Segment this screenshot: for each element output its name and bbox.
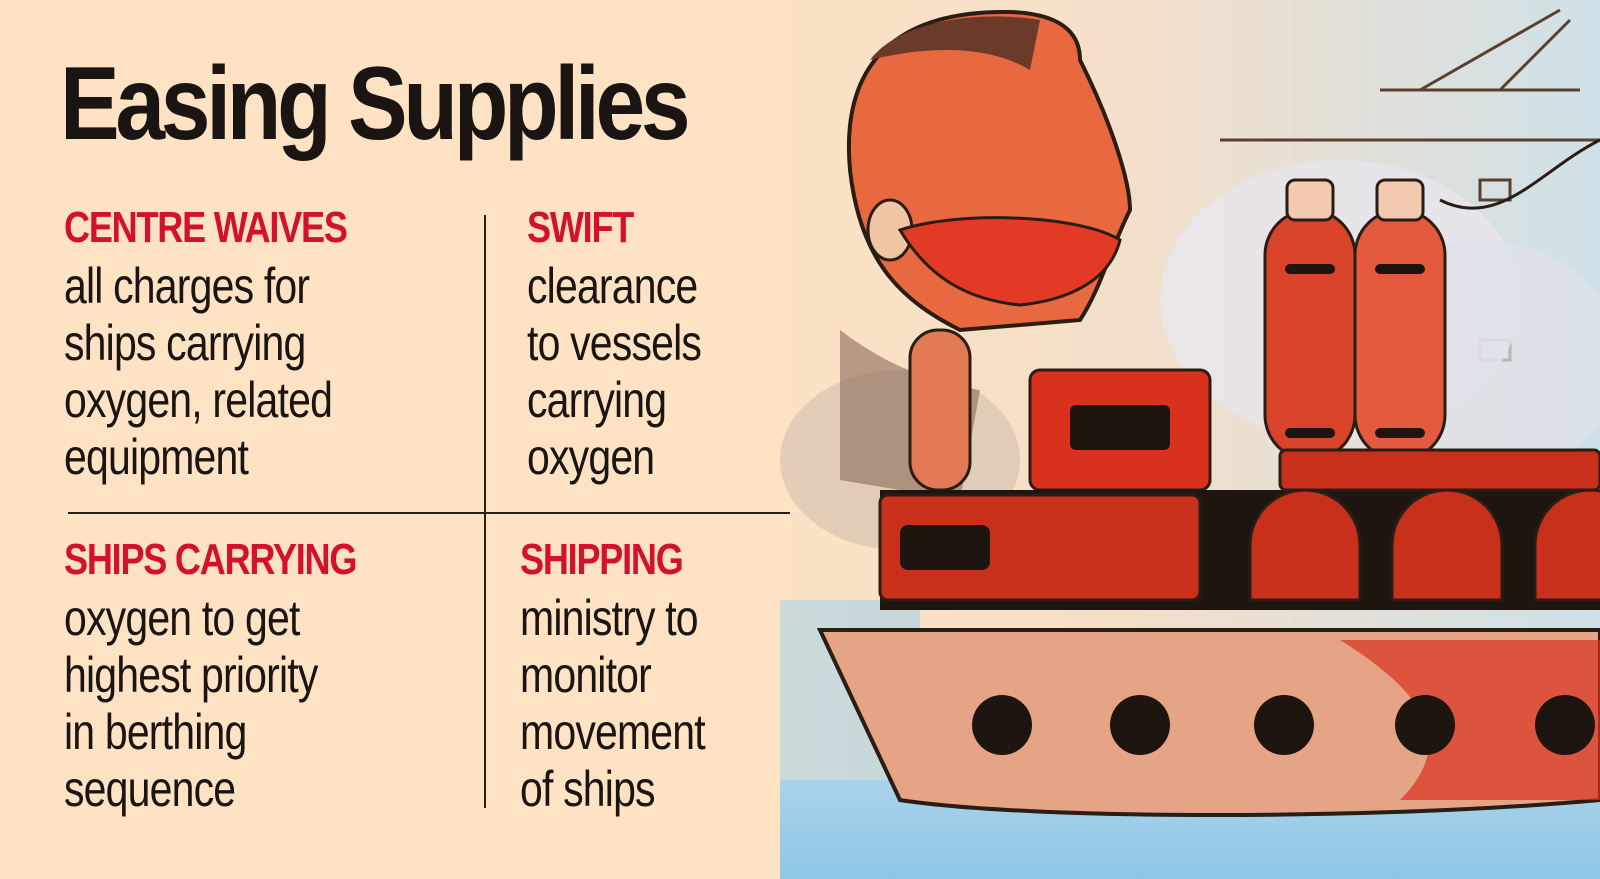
point-line: monitor	[520, 647, 652, 703]
ship-oxygen-illustration	[780, 0, 1600, 879]
point-heading: SHIPS CARRYING	[64, 535, 357, 584]
point-ships-carrying: SHIPS CARRYING oxygen to get highest pri…	[64, 538, 420, 818]
point-line: ships carrying	[64, 315, 306, 371]
point-line: sequence	[64, 761, 236, 817]
point-line: movement	[520, 704, 706, 760]
point-line: carrying	[527, 372, 667, 428]
point-line: equipment	[64, 429, 249, 485]
point-body: oxygen to get highest priority in berthi…	[64, 590, 356, 818]
vertical-divider	[484, 215, 486, 808]
point-swift: SWIFT clearance to vessels carrying oxyg…	[527, 206, 739, 486]
point-heading: SWIFT	[527, 203, 634, 252]
point-shipping: SHIPPING ministry to monitor movement of…	[520, 538, 745, 818]
point-line: ministry to	[520, 590, 699, 646]
point-line: all charges for	[64, 258, 310, 314]
point-body: all charges for ships carrying oxygen, r…	[64, 258, 347, 486]
point-line: of ships	[520, 761, 656, 817]
horizontal-divider	[68, 512, 790, 514]
point-line: highest priority	[64, 647, 318, 703]
point-centre-waives: CENTRE WAIVES all charges for ships carr…	[64, 206, 409, 486]
point-line: oxygen, related	[64, 372, 333, 428]
point-heading: CENTRE WAIVES	[64, 203, 348, 252]
page-title: Easing Supplies	[60, 46, 691, 162]
point-line: oxygen	[527, 429, 655, 485]
point-line: to vessels	[527, 315, 702, 371]
point-line: oxygen to get	[64, 590, 300, 646]
point-body: clearance to vessels carrying oxygen	[527, 258, 702, 486]
point-heading: SHIPPING	[520, 535, 684, 584]
point-line: clearance	[527, 258, 698, 314]
point-line: in berthing	[64, 704, 247, 760]
point-body: ministry to monitor movement of ships	[520, 590, 706, 818]
